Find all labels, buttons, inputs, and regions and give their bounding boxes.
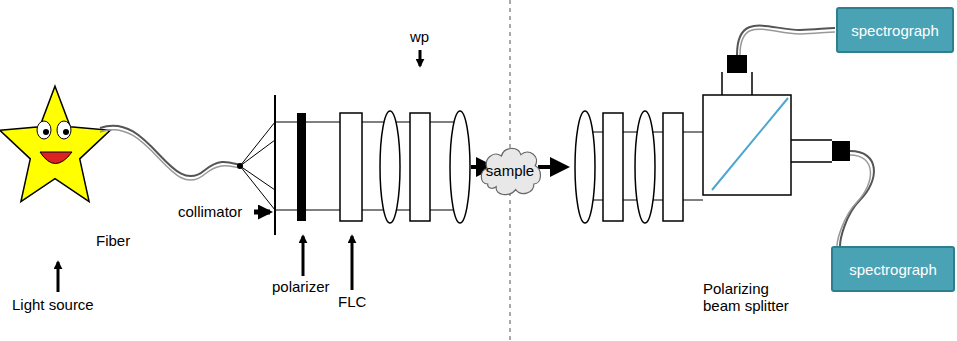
pointer-arrow bbox=[302, 236, 305, 276]
output-tube bbox=[791, 140, 832, 162]
fiber bbox=[740, 29, 835, 55]
node-text: sample bbox=[486, 162, 534, 179]
lens bbox=[635, 111, 655, 223]
star-eye bbox=[57, 121, 71, 139]
beam-splitter-cube bbox=[703, 95, 791, 195]
pointer-arrow bbox=[351, 236, 354, 290]
splitter-diagonal bbox=[712, 98, 788, 190]
flc-cell bbox=[663, 113, 683, 221]
part-label: collimator bbox=[178, 203, 242, 220]
collimator-lens bbox=[274, 95, 276, 235]
star-eye bbox=[37, 121, 51, 139]
pointer-arrow bbox=[254, 210, 270, 215]
node-text: spectrograph bbox=[851, 22, 939, 39]
light-source-star bbox=[0, 86, 110, 201]
fiber-coupler bbox=[727, 55, 747, 73]
spectrograph-box: spectrograph bbox=[836, 7, 954, 53]
part-label: Polarizing beam splitter bbox=[703, 280, 803, 315]
part-label: polarizer bbox=[272, 278, 330, 295]
star-body bbox=[0, 86, 110, 201]
pointer-arrow bbox=[419, 50, 422, 66]
light-cone bbox=[240, 122, 275, 210]
sample-cloud: sample bbox=[478, 142, 543, 198]
star-mouth bbox=[40, 152, 72, 164]
node-text: spectrograph bbox=[849, 261, 937, 278]
star-pupil bbox=[63, 129, 69, 135]
lens bbox=[380, 111, 400, 223]
spectrograph-box: spectrograph bbox=[831, 246, 955, 292]
wave-plate bbox=[410, 113, 430, 221]
part-label: wp bbox=[410, 28, 429, 45]
fiber bbox=[837, 155, 870, 246]
beam-arrow bbox=[538, 165, 566, 169]
part-label: Light source bbox=[12, 296, 94, 313]
fiber-coupler bbox=[832, 141, 850, 161]
flc-cell bbox=[340, 113, 362, 221]
fiber bbox=[737, 26, 835, 55]
part-label: Fiber bbox=[96, 232, 130, 249]
fiber bbox=[100, 130, 240, 181]
lens bbox=[450, 111, 470, 223]
polarizer-plate bbox=[297, 113, 306, 221]
part-label: FLC bbox=[338, 293, 366, 310]
output-tube bbox=[722, 72, 752, 95]
lens bbox=[575, 111, 595, 223]
pointer-arrow bbox=[57, 262, 60, 292]
wave-plate bbox=[603, 113, 623, 221]
star-pupil bbox=[43, 129, 49, 135]
